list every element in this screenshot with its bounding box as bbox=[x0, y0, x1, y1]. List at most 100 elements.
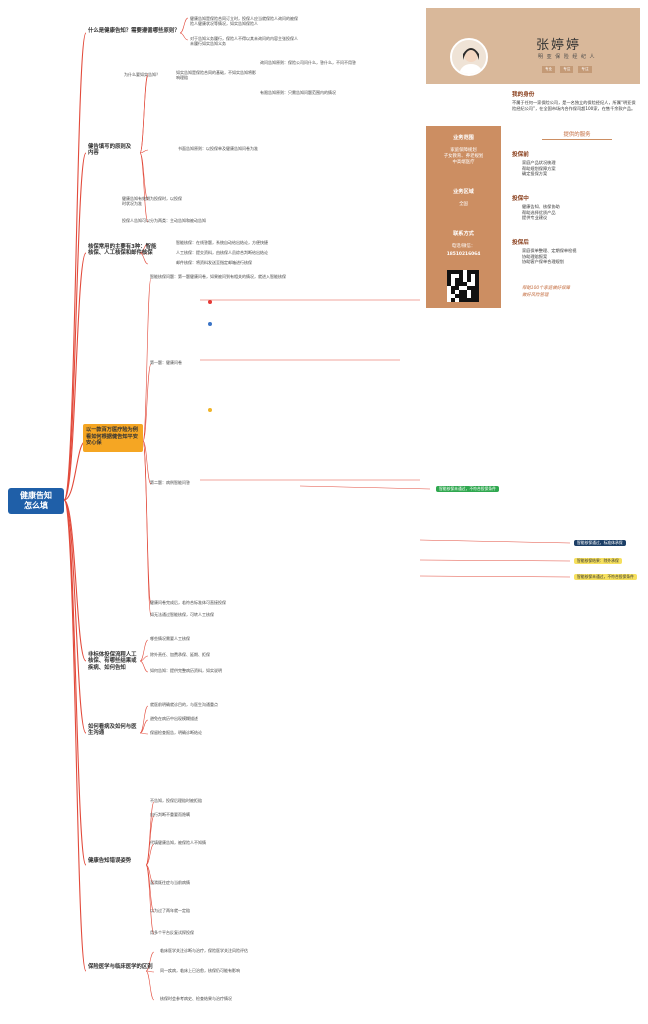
medicine-2: 同一疾病，临床上已治愈，核保仍可能有影响 bbox=[160, 968, 240, 973]
qr-cell bbox=[463, 286, 467, 290]
root-line-1: 健康告知 bbox=[20, 491, 52, 500]
connector bbox=[419, 559, 571, 562]
tag-2: 专注 bbox=[560, 66, 574, 73]
root-node: 健康告知 怎么填 bbox=[8, 488, 64, 514]
service-after-title: 投保后 bbox=[512, 240, 529, 246]
branch-doctor: 如何看病及如何与医生沟通 bbox=[88, 724, 137, 737]
qr-cell bbox=[447, 286, 451, 290]
result-pill-fail-2: 智能核保未通过，不符合投保条件 bbox=[574, 574, 637, 580]
qr-cell bbox=[475, 294, 479, 298]
node-smart-uw: 智能核保：在线答题，系统自动给出结论，方便快捷 bbox=[176, 240, 268, 245]
result-pill-exclusion: 智能核保结果：除外承保 bbox=[574, 558, 622, 564]
section-contact-title: 联系方式 bbox=[453, 231, 474, 237]
qr-cell bbox=[471, 286, 475, 290]
branch-substandard: 非标体投保流程人工核保、有哪些结果或疾病、如何告知 bbox=[88, 652, 137, 671]
node-why-honest: 为什么要如实告知？ bbox=[124, 72, 160, 77]
qr-cell bbox=[471, 270, 475, 274]
slogan: 帮助100个家庭做好保障 做好风险管理 bbox=[522, 286, 570, 298]
qr-cell bbox=[447, 282, 451, 286]
qr-cell bbox=[467, 270, 471, 274]
qr-cell bbox=[471, 290, 475, 294]
connector bbox=[63, 499, 87, 972]
qr-cell bbox=[475, 298, 479, 302]
connector bbox=[299, 485, 431, 490]
status-dot-red bbox=[208, 300, 212, 304]
qr-cell bbox=[451, 298, 455, 302]
qr-cell bbox=[455, 270, 459, 274]
qr-cell bbox=[463, 294, 467, 298]
node-principle-limited: 有限告知原则：只需告知问题范围内的情况 bbox=[260, 90, 336, 95]
qr-cell bbox=[447, 278, 451, 282]
connector bbox=[139, 660, 149, 673]
connector bbox=[142, 440, 152, 617]
advisor-profile-card: 张婷婷 明 亚 保 险 经 纪 人 专业 专注 专注 业务范围 家庭保障规划 子… bbox=[426, 8, 640, 308]
service-during-text: 健康告知、核保协助 帮助选择优质产品 提供专业建议 bbox=[522, 204, 560, 221]
mistake-3: 代填健康告知，被保险人不知情 bbox=[150, 840, 206, 845]
connector bbox=[63, 252, 87, 501]
status-dot-blue bbox=[208, 322, 212, 326]
section-service-title: 业务范围 bbox=[453, 135, 474, 141]
qr-cell bbox=[471, 274, 475, 278]
connector bbox=[419, 575, 571, 578]
connector bbox=[63, 499, 87, 866]
advisor-role: 明 亚 保 险 经 纪 人 bbox=[538, 54, 596, 60]
status-dot-yellow bbox=[208, 408, 212, 412]
qr-cell bbox=[459, 274, 463, 278]
connector bbox=[139, 655, 149, 662]
qr-cell bbox=[467, 290, 471, 294]
qr-cell bbox=[463, 282, 467, 286]
qr-cell bbox=[471, 298, 475, 302]
qr-cell bbox=[451, 286, 455, 290]
branch-medicine: 保险医学与临床医学的区别 bbox=[88, 964, 153, 970]
qr-cell bbox=[475, 290, 479, 294]
node-validity: 健康告知有效期为投保时，以投保时状况为准 bbox=[122, 196, 182, 207]
node-question-1: 第一题：健康问卷 bbox=[150, 360, 182, 365]
qr-cell bbox=[447, 270, 451, 274]
qr-cell bbox=[463, 298, 467, 302]
connector bbox=[139, 705, 149, 734]
avatar bbox=[450, 38, 488, 76]
qr-cell bbox=[455, 278, 459, 282]
node-two-types: 投保人告知可以分为两类：主动告知和被动告知 bbox=[122, 218, 206, 223]
node-example-intro: 智能核保问题：第一题健康问卷，如果被问到有相关的情况，就进入智能核保 bbox=[150, 274, 286, 279]
service-before-text: 家庭产品状况梳理 帮助规划保障方案 确定投保方案 bbox=[522, 160, 556, 177]
qr-cell bbox=[455, 274, 459, 278]
connector bbox=[145, 970, 155, 1001]
qr-cell bbox=[471, 282, 475, 286]
qr-cell bbox=[459, 278, 463, 282]
qr-cell bbox=[463, 274, 467, 278]
node-definition-b: 对于告知义务履行，保险人不得以其未询问的内容主张投保人未履行如实告知义务 bbox=[190, 36, 298, 47]
avatar-portrait-icon bbox=[452, 40, 486, 74]
mistake-1: 不告知，投保后理赔时被拒赔 bbox=[150, 798, 202, 803]
branch-example-highlight: 以一款百万医疗险为例看如何根据健告知平安安心保 bbox=[83, 424, 143, 452]
connector bbox=[419, 539, 571, 544]
advisor-name: 张婷婷 bbox=[536, 38, 582, 53]
branch-mistakes: 健康告知错误姿势 bbox=[88, 858, 132, 864]
node-manual-when: 哪些情况需要人工核保 bbox=[150, 636, 190, 641]
qr-cell bbox=[459, 282, 463, 286]
qr-cell bbox=[467, 278, 471, 282]
mistake-2: 自行判断不重要而隐瞒 bbox=[150, 812, 190, 817]
connector bbox=[145, 864, 155, 935]
mistake-5: 以为过了两年就一定赔 bbox=[150, 908, 190, 913]
qr-cell bbox=[463, 278, 467, 282]
node-manual-how: 如何告知：提供完整病历资料，如实说明 bbox=[150, 668, 222, 673]
service-during-title: 投保中 bbox=[512, 196, 529, 202]
mistake-4: 混淆既往症与当前病情 bbox=[150, 880, 190, 885]
qr-cell bbox=[475, 274, 479, 278]
tag-1: 专业 bbox=[542, 66, 556, 73]
qr-cell bbox=[451, 278, 455, 282]
qr-cell bbox=[467, 274, 471, 278]
connector bbox=[139, 75, 149, 154]
qr-cell bbox=[447, 274, 451, 278]
branch-principles: 健告填写的原则及内容 bbox=[88, 144, 132, 157]
root-line-2: 怎么填 bbox=[24, 501, 48, 510]
qr-cell bbox=[451, 270, 455, 274]
mistake-6: 用多个平台反复试探投保 bbox=[150, 930, 194, 935]
node-manual-results: 除外责任、加费承保、延期、拒保 bbox=[150, 652, 210, 657]
qr-cell bbox=[447, 294, 451, 298]
result-pill-fail: 智能核保未通过，不符合投保条件 bbox=[436, 486, 499, 492]
intro-title: 我的身份 bbox=[512, 92, 535, 98]
node-manual-uw: 人工核保：提交资料，由核保人员综合判断给出结论 bbox=[176, 250, 268, 255]
phone-number: 18510216064 bbox=[446, 252, 481, 257]
